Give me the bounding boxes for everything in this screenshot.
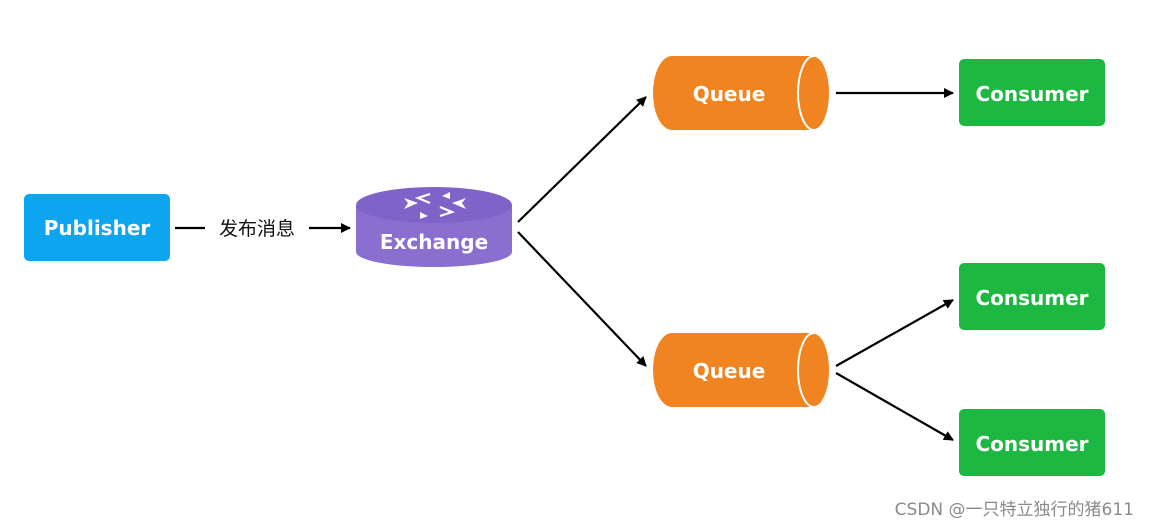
publisher-label: Publisher [44, 216, 151, 240]
watermark-text: CSDN @一只特立独行的猪611 [895, 500, 1134, 520]
queue-top-label: Queue [693, 82, 766, 106]
exchange-label: Exchange [380, 230, 488, 254]
consumer-1-label: Consumer [975, 82, 1088, 106]
publish-message-label: 发布消息 [219, 218, 295, 240]
queue-bottom-node: Queue [653, 332, 831, 408]
consumer-1-node: Consumer [959, 59, 1105, 126]
router-arrows-icon [404, 192, 466, 219]
queue-top-node: Queue [653, 55, 831, 131]
edge-queue-bottom-to-consumer-2 [835, 299, 954, 367]
publisher-node: Publisher [24, 194, 170, 261]
edge-exchange-to-queue-bottom [517, 231, 647, 367]
edge-queue-bottom-to-consumer-3 [835, 372, 954, 441]
queue-bottom-label: Queue [693, 359, 766, 383]
consumer-2-label: Consumer [975, 286, 1088, 310]
consumer-3-label: Consumer [975, 432, 1088, 456]
exchange-node: Exchange [356, 187, 512, 267]
consumer-2-node: Consumer [959, 263, 1105, 330]
edge-exchange-to-queue-top [517, 96, 647, 223]
consumer-3-node: Consumer [959, 409, 1105, 476]
